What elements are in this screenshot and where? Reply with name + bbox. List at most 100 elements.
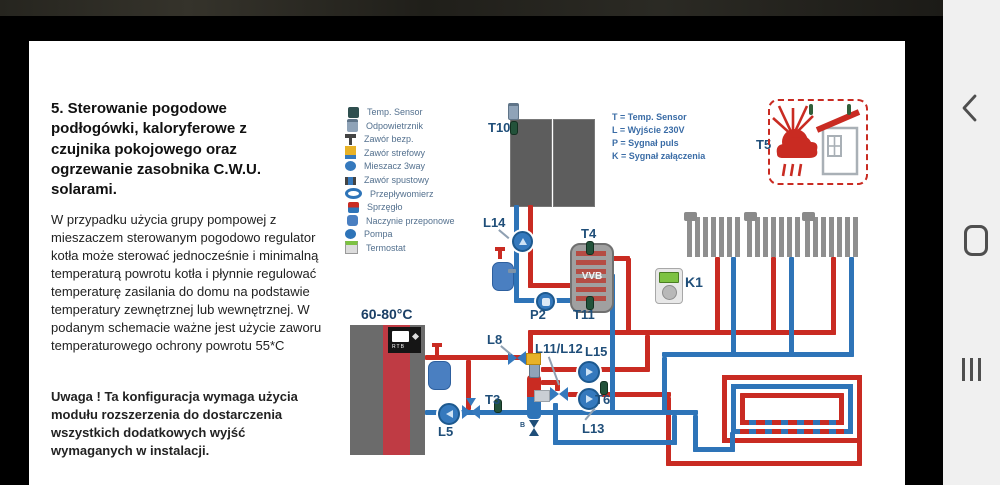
- pipe-cold: [662, 352, 854, 357]
- legend-label: Zawór spustowy: [364, 174, 430, 185]
- safety-valve-icon: [495, 247, 505, 259]
- signal-line: L = Wyjście 230V: [612, 125, 685, 135]
- flow-meter-p2: [536, 292, 555, 311]
- pointer-line: [498, 229, 510, 239]
- drain-valve-icon: [345, 176, 356, 185]
- solar-panel: [553, 119, 595, 207]
- legend-label: Pompa: [364, 229, 393, 240]
- radiator-valve-block: [684, 212, 697, 221]
- symbol-legend: Temp. Sensor Odpowietrznik Zawór bezp. Z…: [345, 106, 455, 255]
- valve-half: [471, 405, 480, 419]
- pipe-hot: [626, 258, 631, 335]
- temp-sensor-icon: [348, 106, 359, 118]
- separator-icon: [348, 201, 359, 213]
- recents-bar: [970, 358, 973, 381]
- pipe-hot: [831, 257, 836, 335]
- label-t6: T6: [595, 392, 611, 407]
- thermostat-icon: [345, 241, 358, 255]
- valve-half: [517, 351, 526, 365]
- android-nav-bar: [943, 0, 1000, 485]
- pipe-hot: [715, 257, 720, 335]
- boiler: RTB: [350, 325, 425, 455]
- label-p2: P2: [530, 307, 546, 322]
- label-k1: K1: [685, 274, 703, 290]
- safety-valve-icon: [432, 343, 442, 355]
- recents-bar: [962, 358, 965, 381]
- pipe-cold: [514, 205, 519, 235]
- pipe-cold: [672, 415, 677, 445]
- pipe-cold: [731, 257, 736, 357]
- back-icon[interactable]: [960, 93, 980, 123]
- legend-label: Mieszacz 3way: [364, 161, 426, 172]
- pipe-cold: [553, 440, 677, 445]
- pipe-hot: [528, 283, 574, 288]
- expansion-vessel: [492, 262, 514, 291]
- label-boiler-temp: 60-80°C: [361, 306, 413, 322]
- pump-l13: [578, 388, 600, 410]
- pointer-line: [500, 345, 512, 355]
- legend-row: Naczynie przeponowe: [345, 215, 455, 227]
- paragraph-2: Uwaga ! Ta konfiguracja wymaga użycia mo…: [51, 389, 298, 458]
- pump-direction: [518, 238, 527, 245]
- status-bar-background: [0, 0, 943, 16]
- label-t4: T4: [581, 226, 597, 241]
- legend-label: Termostat: [366, 242, 406, 253]
- label-l15: L15: [585, 344, 608, 359]
- recent-apps-icon[interactable]: [962, 358, 981, 381]
- pipe-hot: [541, 380, 560, 385]
- zone-valve-icon: [345, 146, 356, 160]
- label-t10: T10: [488, 120, 511, 135]
- pipe-cold: [693, 447, 735, 452]
- legend-label: Temp. Sensor: [367, 107, 423, 117]
- valve-half: [550, 387, 559, 401]
- signal-line: K = Sygnał załączenia: [612, 151, 706, 161]
- signal-line: T = Temp. Sensor: [612, 112, 687, 122]
- pipe-hot: [425, 355, 533, 360]
- label-l14: L14: [483, 215, 506, 230]
- dhw-tank: VVB: [570, 243, 614, 313]
- signal-line: P = Sygnał puls: [612, 138, 679, 148]
- floor-coil-inner-hot: [740, 393, 844, 398]
- label-l8: L8: [487, 332, 503, 347]
- valve-half: [462, 405, 471, 419]
- pipe-cold: [789, 257, 794, 357]
- sensor-t6-icon: [600, 381, 608, 395]
- floor-coil-inner-hot: [839, 393, 844, 425]
- mixing-valve-l11-l12: [550, 387, 568, 401]
- pipe-hot: [857, 438, 862, 466]
- legend-row: Odpowietrznik: [345, 119, 455, 133]
- pump-direction: [585, 395, 593, 403]
- valve-half: [508, 351, 517, 365]
- pipe-cold: [553, 403, 558, 445]
- pipe-hot: [528, 330, 836, 335]
- zone-valve-actuator: [526, 353, 541, 365]
- thermostat-dial: [662, 285, 677, 300]
- legend-label: Odpowietrznik: [366, 120, 424, 131]
- legend-label: Przepływomierz: [370, 188, 434, 199]
- thermostat-display: [659, 272, 679, 283]
- floor-coil-outer-hot: [722, 375, 862, 443]
- label-drain-b: B: [520, 422, 526, 429]
- label-l5: L5: [438, 424, 454, 439]
- mixer-3way-icon: [345, 161, 356, 172]
- legend-row: Przepływomierz: [345, 188, 455, 200]
- label-t5: T5: [756, 137, 772, 152]
- tank-top-sensor-icon: [586, 241, 594, 255]
- home-icon[interactable]: [964, 225, 988, 256]
- pipe-cold: [730, 432, 735, 452]
- expansion-vessel-icon: [347, 215, 358, 227]
- sun-house-icon: [772, 104, 861, 177]
- flow-meter-icon: [345, 188, 362, 200]
- drain-valve-icon: [529, 420, 539, 428]
- legend-label: Naczynie przeponowe: [366, 215, 455, 226]
- safety-valve-icon: [345, 133, 356, 145]
- legend-row: Zawór bezp.: [345, 133, 455, 145]
- legend-row: Sprzęgło: [345, 201, 455, 213]
- signal-key: T = Temp. Sensor L = Wyjście 230V P = Sy…: [612, 111, 705, 163]
- pipe-hot: [528, 333, 533, 360]
- sensor-t3-icon: [494, 399, 502, 413]
- boiler-brand: RTB: [392, 344, 405, 350]
- room-thermostat: [655, 268, 683, 304]
- boiler-display: [392, 331, 409, 342]
